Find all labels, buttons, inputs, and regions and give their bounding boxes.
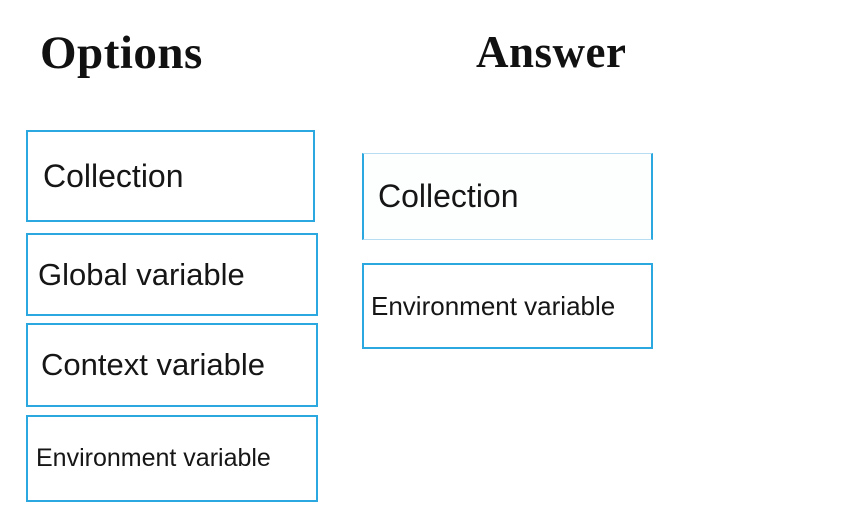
option-box-context-variable[interactable]: Context variable (26, 323, 318, 407)
option-box-collection[interactable]: Collection (26, 130, 315, 222)
answer-box-collection[interactable]: Collection (362, 153, 653, 240)
options-column-heading: Options (40, 27, 203, 79)
answer-box-environment-variable[interactable]: Environment variable (362, 263, 653, 349)
option-box-global-variable[interactable]: Global variable (26, 233, 318, 316)
option-box-environment-variable[interactable]: Environment variable (26, 415, 318, 502)
answer-column-heading: Answer (476, 27, 627, 77)
